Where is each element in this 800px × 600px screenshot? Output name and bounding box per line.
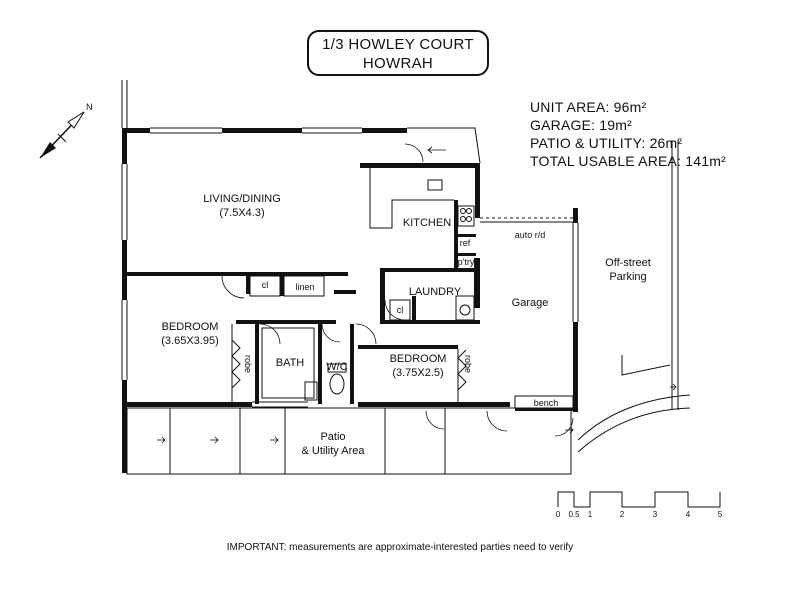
living-dining-label: LIVING/DINING	[203, 193, 281, 205]
bedroom1-label: BEDROOM	[162, 321, 219, 333]
north-label: N	[86, 102, 93, 112]
robe2-label: robe	[463, 355, 473, 373]
kitchen-label: KITCHEN	[403, 217, 451, 229]
bedroom1-size: (3.65X3.95)	[161, 335, 218, 347]
interior-walls	[122, 200, 480, 404]
pantry-label: p'try	[458, 257, 475, 267]
scale-bar: 0 0.5 1 2 3 4 5	[556, 491, 723, 519]
scale-tick-4: 4	[686, 510, 691, 519]
scale-tick-0-5: 0.5	[568, 510, 580, 519]
garage-area: GARAGE: 19m²	[530, 117, 632, 133]
address-title-box: 1/3 HOWLEY COURT HOWRAH	[307, 30, 489, 76]
total-area: TOTAL USABLE AREA: 141m²	[530, 153, 726, 169]
bench-label: bench	[534, 398, 559, 408]
bedroom2-size: (3.75X2.5)	[392, 367, 443, 379]
north-arrow-icon: N	[39, 102, 93, 159]
scale-tick-1: 1	[588, 510, 593, 519]
scale-tick-5: 5	[718, 510, 723, 519]
utility-label: & Utility Area	[302, 445, 366, 457]
hall-cupboard-label: cl	[262, 280, 269, 290]
patio-area: PATIO & UTILITY: 26m²	[530, 135, 683, 151]
room-labels: LIVING/DINING (7.5X4.3) KITCHEN ref p'tr…	[161, 193, 651, 457]
direction-arrows	[157, 146, 677, 444]
laundry-cupboard-label: cl	[397, 305, 404, 315]
windows	[121, 80, 579, 408]
address-line: 1/3 HOWLEY COURT	[322, 36, 474, 53]
door-swings	[221, 143, 574, 437]
robe1-label: robe	[243, 355, 253, 373]
scale-tick-2: 2	[620, 510, 625, 519]
bath-label: BATH	[276, 357, 305, 369]
exterior-walls	[122, 128, 578, 473]
laundry-label: LAUNDRY	[409, 286, 462, 298]
area-summary: UNIT AREA: 96m² GARAGE: 19m² PATIO & UTI…	[530, 98, 726, 170]
fittings	[126, 127, 691, 475]
living-dining-size: (7.5X4.3)	[219, 207, 264, 219]
ref-label: ref	[460, 238, 471, 248]
suburb-line: HOWRAH	[362, 55, 434, 72]
patio-label: Patio	[320, 431, 345, 443]
unit-area: UNIT AREA: 96m²	[530, 99, 647, 115]
garage-label: Garage	[512, 297, 549, 309]
scale-tick-3: 3	[653, 510, 658, 519]
parking-label: Parking	[609, 271, 646, 283]
disclaimer-note: IMPORTANT: measurements are approximate-…	[226, 542, 574, 553]
offstreet-label: Off-street	[605, 257, 651, 269]
scale-tick-0: 0	[556, 510, 561, 519]
bedroom2-label: BEDROOM	[390, 353, 447, 365]
wc-label: W/C	[326, 361, 347, 373]
linen-label: linen	[295, 282, 314, 292]
auto-door-label: auto r/d	[515, 230, 546, 240]
